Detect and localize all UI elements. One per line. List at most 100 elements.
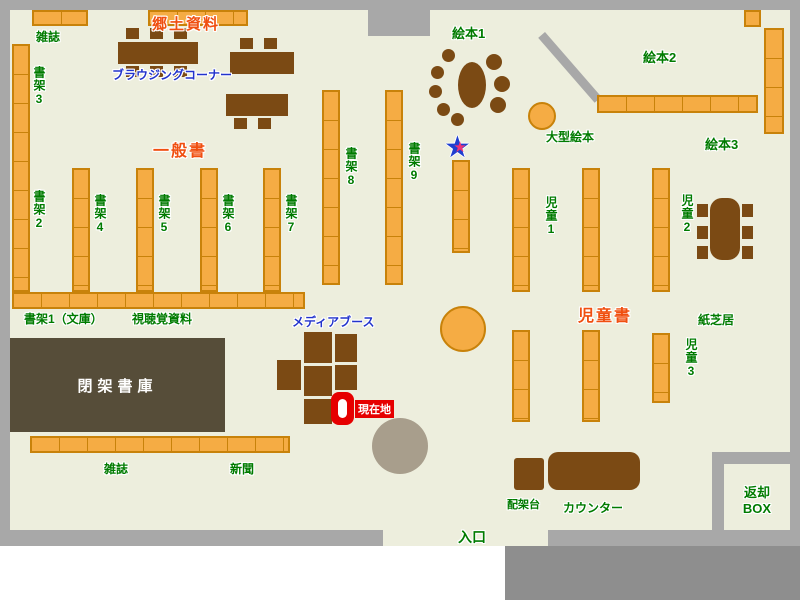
shelf-magazine-top <box>32 10 88 26</box>
shelf-jido1 <box>512 168 530 292</box>
chair <box>126 28 139 39</box>
shelf-corner <box>744 10 761 27</box>
storytime-stool <box>494 76 510 92</box>
label-magazine-top: 雑誌 <box>36 30 61 44</box>
chair <box>240 38 253 49</box>
shelf-shoka1-row <box>12 292 305 309</box>
returnbox-wall-left <box>712 464 724 530</box>
shelf-shoka4 <box>72 168 90 292</box>
shelf-shoka9 <box>385 90 403 285</box>
wall-bottom-right <box>548 530 800 546</box>
shelf-shoka6 <box>200 168 218 292</box>
label-shoka2: 書架2 <box>32 190 46 231</box>
wall-left <box>0 0 10 546</box>
chair <box>742 226 753 239</box>
chair <box>697 246 708 259</box>
label-shoka3: 書架3 <box>32 66 46 107</box>
media-booth-desk <box>335 365 357 390</box>
media-booth-desk <box>304 332 332 363</box>
current-location-marker-icon <box>331 392 354 425</box>
chair <box>264 38 277 49</box>
label-area-ippan: 一般書 <box>153 143 208 160</box>
shelf-jido-lower1 <box>512 330 530 422</box>
label-shoka1-bunko: 書架1（文庫） <box>24 312 103 326</box>
chair <box>742 246 753 259</box>
shelf-shoka7 <box>263 168 281 292</box>
label-kamishibai: 紙芝居 <box>698 313 735 327</box>
sorting-stand <box>514 458 544 490</box>
label-return-box: 返却 BOX <box>724 478 790 524</box>
shelf-jido3 <box>652 333 670 403</box>
label-magazine-bottom: 雑誌 <box>104 462 129 476</box>
storytime-stool <box>431 66 444 79</box>
label-ehon1: 絵本1 <box>452 26 486 41</box>
chair <box>126 66 139 77</box>
storytime-stool <box>442 49 455 62</box>
star-inner-icon: ★ <box>453 138 467 156</box>
shelf-kyodo <box>148 10 248 26</box>
shelf-center <box>452 160 470 253</box>
label-jido3: 児童3 <box>684 338 698 379</box>
storytime-stool <box>451 113 464 126</box>
star-marker-icon: ★ ★ <box>444 132 476 164</box>
label-shoka4: 書架4 <box>93 194 107 235</box>
shelf-ehon2 <box>597 95 758 113</box>
outside-area <box>505 546 800 600</box>
shelf-jido2 <box>582 168 600 292</box>
label-area-jido: 児童書 <box>578 308 633 325</box>
chair <box>697 204 708 217</box>
label-ogata-ehon: 大型絵本 <box>546 130 595 144</box>
counter-desk <box>548 452 640 490</box>
shelf-jido-right <box>652 168 670 292</box>
closed-stacks-label: 閉架書庫 <box>77 377 158 395</box>
shelf-jido-lower2 <box>582 330 600 422</box>
chair <box>174 66 187 77</box>
wall-top <box>0 0 800 10</box>
label-shoka8: 書架8 <box>344 147 358 188</box>
star-outer-icon: ★ <box>444 131 471 164</box>
browsing-table <box>226 94 288 116</box>
returnbox-wall-top <box>712 452 792 464</box>
storytime-stool <box>437 103 450 116</box>
storytime-stool <box>490 97 506 113</box>
media-booth-desk <box>304 399 332 424</box>
storytime-table <box>458 62 486 108</box>
current-location-badge: 現在地 <box>355 400 394 418</box>
current-location-marker-slot <box>338 399 347 418</box>
return-box-line1: 返却 <box>743 485 770 500</box>
media-booth-desk <box>277 360 301 390</box>
closed-stacks: 閉架書庫 <box>10 338 225 432</box>
shelf-shoka8 <box>322 90 340 285</box>
pillar-round <box>372 418 428 474</box>
label-shoka6: 書架6 <box>221 194 235 235</box>
label-sorting-stand: 配架台 <box>507 499 540 511</box>
chair <box>234 118 247 129</box>
chair <box>258 118 271 129</box>
chair <box>150 66 163 77</box>
chair <box>150 28 163 39</box>
label-jido1: 児童1 <box>544 196 558 237</box>
label-jido2: 児童2 <box>680 194 694 235</box>
label-browsing-corner: ブラウジングコーナー <box>112 68 233 82</box>
label-ehon3: 絵本3 <box>705 137 739 152</box>
chair <box>742 204 753 217</box>
browsing-table <box>230 52 294 74</box>
media-booth-desk <box>304 366 332 396</box>
shelf-magazine-bottom <box>30 436 290 453</box>
return-box-line2: BOX <box>742 501 772 516</box>
label-area-kyodo: 郷土資料 <box>152 16 221 33</box>
label-entrance: 入口 <box>458 529 486 545</box>
label-shoka7: 書架7 <box>284 194 298 235</box>
children-table <box>710 198 740 260</box>
label-counter: カウンター <box>563 501 624 515</box>
shelf-left-wall <box>12 44 30 292</box>
chair <box>697 226 708 239</box>
wall-right <box>790 0 800 546</box>
label-newspaper: 新聞 <box>230 462 255 476</box>
media-booth-desk <box>335 334 357 362</box>
wall-bottom-left <box>0 530 383 546</box>
storytime-stool <box>429 85 442 98</box>
label-shoka9: 書架9 <box>407 142 421 183</box>
round-table-orange <box>440 306 486 352</box>
